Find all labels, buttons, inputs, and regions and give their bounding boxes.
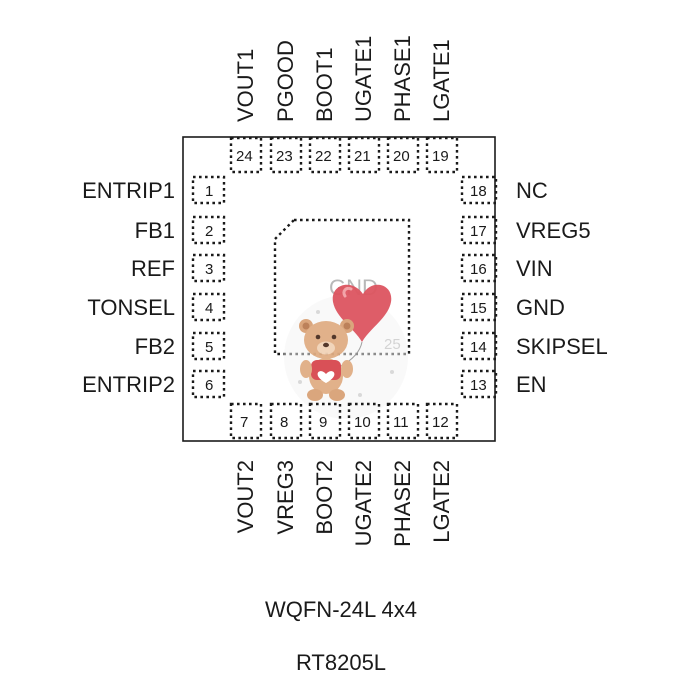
pin-pad-23 [269,136,303,174]
pin-label-phase2: PHASE2 [390,460,415,547]
pin-number-9: 9 [319,414,327,431]
pin-pad-2 [191,215,226,245]
pin-label-en: EN [516,372,547,397]
pin-pad-7 [229,402,263,440]
pin-number-5: 5 [205,339,213,356]
watermark-dot [316,310,320,314]
pin-number-14: 14 [470,339,487,356]
pin-label-fb2: FB2 [135,334,175,359]
pin-number-16: 16 [470,261,487,278]
pin-label-tonsel: TONSEL [87,295,175,320]
pin-number-24: 24 [236,148,253,165]
teddy-bear-icon [299,319,354,401]
package-outline [182,136,496,442]
pin-pad-3 [191,253,226,283]
pin-pad-6 [191,369,226,399]
pin-pad-9 [308,402,342,440]
pin-number-23: 23 [276,148,293,165]
pin-number-3: 3 [205,261,213,278]
pin-pad-24 [229,136,263,174]
pin-number-7: 7 [240,414,248,431]
pins-layer: 1 ENTRIP1 2 FB1 3 REF 4 TONSEL 5 FB2 6 ENTRIP2 13 EN 1… [82,35,608,547]
pin-label-vreg5: VREG5 [516,218,591,243]
pin-number-4: 4 [205,300,213,317]
pin-pad-20 [386,136,420,174]
pin-number-8: 8 [280,414,288,431]
pin-label-vout1: VOUT1 [233,49,258,122]
pin-label-ugate1: UGATE1 [351,36,376,122]
watermark-dot [358,393,362,397]
pin-number-13: 13 [470,377,487,394]
pin-label-nc: NC [516,178,548,203]
pin-number-22: 22 [315,148,332,165]
pin-label-lgate2: LGATE2 [429,460,454,543]
pin-number-21: 21 [354,148,371,165]
pin-pad-19 [425,136,459,174]
pin-label-vout2: VOUT2 [233,460,258,533]
pin-pad-10 [347,402,381,440]
pin-label-boot1: BOOT1 [312,47,337,122]
package-name: WQFN-24L 4x4 [265,597,417,622]
part-number: RT8205L [296,650,386,675]
pin-number-1: 1 [205,183,213,200]
watermark-dot [298,380,302,384]
pin-pad-21 [347,136,381,174]
watermark-sticker [284,284,408,419]
pin-number-11: 11 [393,414,409,431]
pin-pad-12 [425,402,459,440]
pin-label-boot2: BOOT2 [312,460,337,535]
pin-pad-4 [191,292,226,322]
pin-number-17: 17 [470,223,487,240]
pin-number-10: 10 [354,414,371,431]
pin-label-entrip2: ENTRIP2 [82,372,175,397]
pin-label-phase1: PHASE1 [390,35,415,122]
pin-number-12: 12 [432,414,449,431]
pin-label-vin: VIN [516,256,553,281]
pin-label-lgate1: LGATE1 [429,39,454,122]
pin-label-ref: REF [131,256,175,281]
pin-number-2: 2 [205,223,213,240]
pin-label-fb1: FB1 [135,218,175,243]
pin-pad-22 [308,136,342,174]
pin-label-skipsel: SKIPSEL [516,334,608,359]
pin-pad-8 [269,402,303,440]
pin-label-vreg3: VREG3 [273,460,298,535]
pin-number-15: 15 [470,300,487,317]
pin-number-20: 20 [393,148,410,165]
pin-number-19: 19 [432,148,449,165]
pin-number-18: 18 [470,183,487,200]
pin-label-ugate2: UGATE2 [351,460,376,546]
pin-label-gnd: GND [516,295,565,320]
pin-label-pgood: PGOOD [273,40,298,122]
pin-number-6: 6 [205,377,213,394]
pin-pad-5 [191,331,226,361]
pin-pad-1 [191,175,226,205]
pin-pad-11 [386,402,420,440]
pin-label-entrip1: ENTRIP1 [82,178,175,203]
watermark-dot [390,370,394,374]
